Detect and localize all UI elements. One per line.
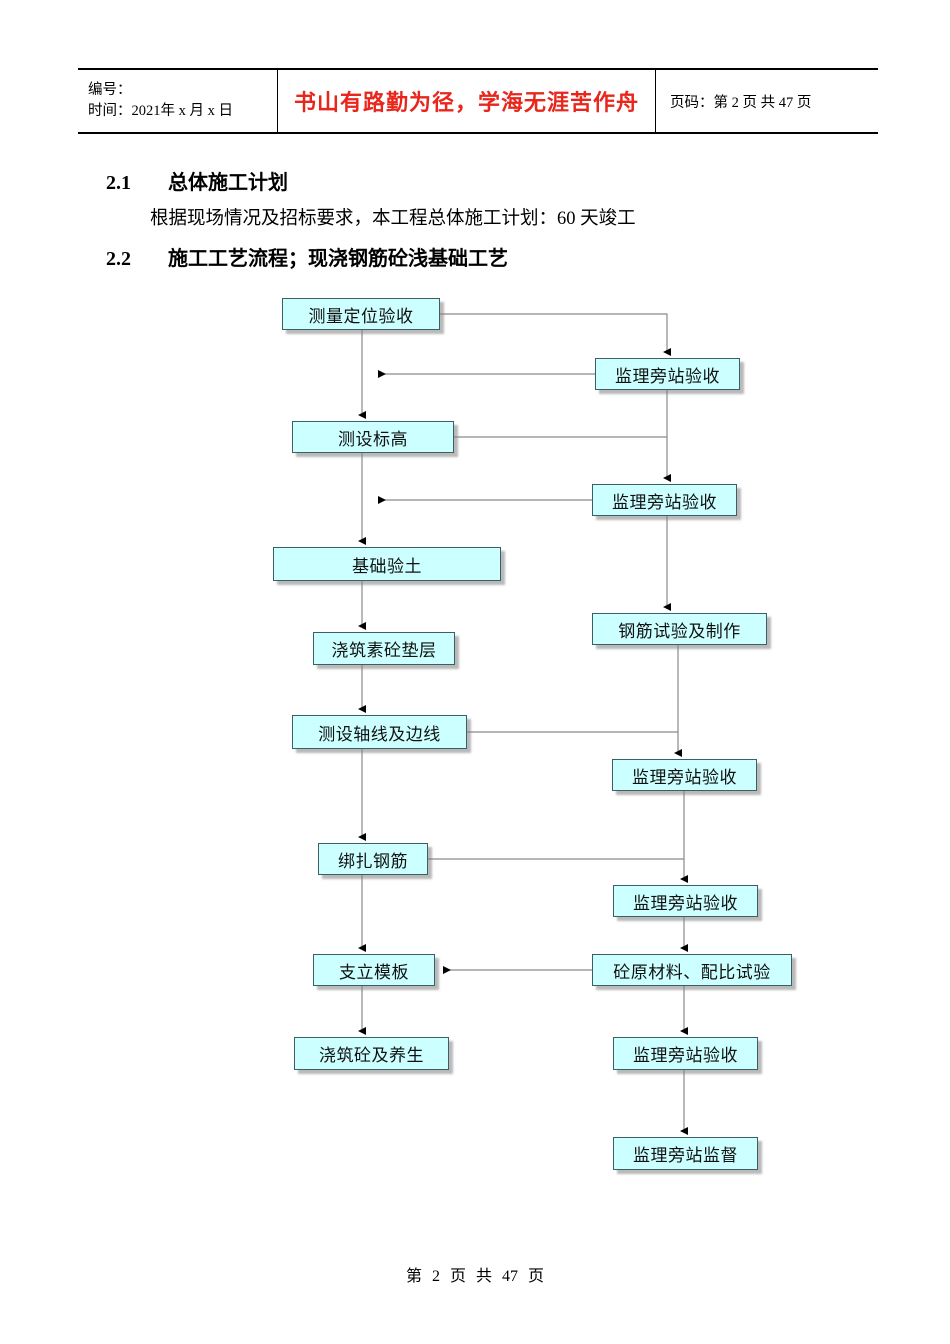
flowchart-node: 测量定位验收 <box>282 298 440 330</box>
flowchart-node: 测设标高 <box>292 421 454 453</box>
flowchart-node: 支立模板 <box>313 954 435 986</box>
footer-total-pages: 47 <box>502 1268 519 1285</box>
footer-total-label: 共 <box>476 1268 493 1285</box>
heading-2-1-title: 总体施工计划 <box>168 172 288 194</box>
footer-page-unit: 页 <box>449 1268 466 1285</box>
flowchart-node: 监理旁站监督 <box>613 1137 758 1170</box>
heading-section-2-2: 2.2 施工工艺流程；现浇钢筋砼浅基础工艺 <box>106 242 508 271</box>
header-slogan: 书山有路勤为径，学海无涯苦作舟 <box>278 70 656 132</box>
heading-2-2-number: 2.2 <box>106 248 131 270</box>
footer-page-number: 2 <box>431 1268 440 1285</box>
heading-2-2-title: 施工工艺流程；现浇钢筋砼浅基础工艺 <box>168 248 508 270</box>
flowchart-node: 基础验土 <box>273 547 501 581</box>
flowchart-node: 钢筋试验及制作 <box>592 613 767 645</box>
document-header-table: 编号： 时间：2021年 x 月 x 日 书山有路勤为径，学海无涯苦作舟 页码：… <box>78 68 878 134</box>
footer-total-unit: 页 <box>528 1268 545 1285</box>
flowchart-node: 绑扎钢筋 <box>318 843 428 875</box>
flowchart-node: 监理旁站验收 <box>592 484 737 516</box>
footer-page-label: 第 <box>405 1268 422 1285</box>
header-id-label: 编号： <box>88 81 132 98</box>
flowchart-node: 浇筑素砼垫层 <box>313 632 455 665</box>
flowchart-node: 监理旁站验收 <box>613 1037 758 1070</box>
heading-2-1-number: 2.1 <box>106 172 131 194</box>
flowchart-node: 监理旁站验收 <box>612 759 757 791</box>
header-date-label: 时间：2021年 x 月 x 日 <box>88 103 233 119</box>
flowchart-node: 测设轴线及边线 <box>292 715 467 749</box>
flowchart-node: 砼原材料、配比试验 <box>592 954 792 986</box>
header-page-info: 页码：第 2 页 共 47 页 <box>670 94 812 111</box>
paragraph-overall-plan: 根据现场情况及招标要求，本工程总体施工计划：60 天竣工 <box>150 209 636 229</box>
flowchart-node: 监理旁站验收 <box>613 885 758 917</box>
header-cell-id-date: 编号： 时间：2021年 x 月 x 日 <box>78 70 278 132</box>
flowchart-node: 监理旁站验收 <box>595 358 740 390</box>
flowchart-node: 浇筑砼及养生 <box>294 1037 449 1070</box>
page-footer: 第 2 页 共 47 页 <box>0 1262 950 1286</box>
heading-section-2-1: 2.1 总体施工计划 <box>106 166 288 195</box>
